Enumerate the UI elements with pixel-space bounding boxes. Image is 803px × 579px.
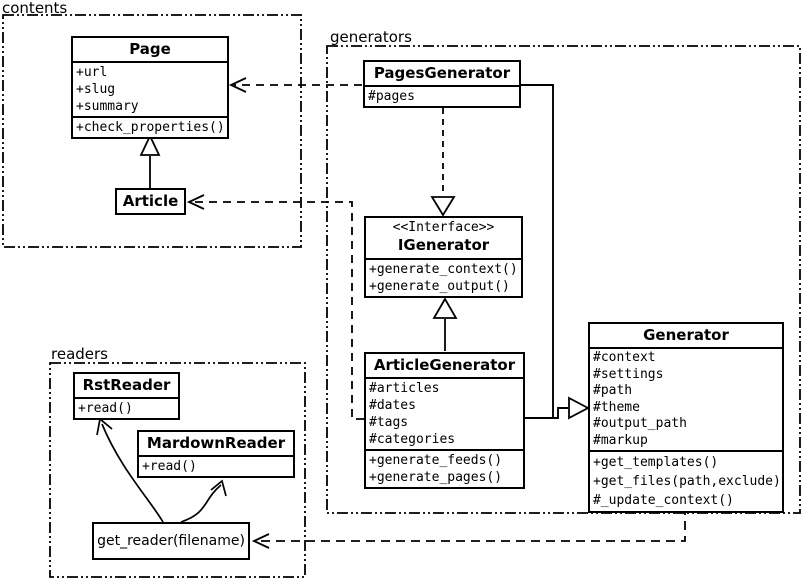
attribute-row: #dates [369, 398, 416, 413]
attribute-row: #pages [368, 89, 415, 104]
class-name-mardownreader: MardownReader [139, 432, 293, 457]
open-arrowhead-page [228, 77, 247, 93]
methods-compartment-mardownreader: +read() [139, 457, 293, 476]
attribute-row: #settings [593, 366, 664, 382]
inheritance-pagesgenerator-to-generator [521, 84, 554, 418]
attributes-compartment-generator: #context #settings #path #theme #output_… [590, 349, 782, 452]
package-border-readers [49, 362, 306, 578]
method-row: +read() [78, 401, 133, 416]
function-name-get-reader: get_reader(filename) [97, 533, 245, 549]
hollow-triangle-igenerator-top [430, 196, 456, 217]
attributes-compartment-pagesgenerator: #pages [365, 87, 519, 106]
method-row: +generate_context() [369, 262, 518, 277]
attribute-row: #markup [593, 432, 648, 448]
open-arrowhead-getreader [251, 533, 270, 549]
title-compartment-igenerator: <<Interface>> IGenerator [366, 218, 521, 260]
attribute-row: +summary [76, 99, 139, 114]
open-arrowhead-mardownreader [210, 479, 227, 497]
inheritance-articlegenerator-to-generator [524, 407, 568, 419]
class-name-generator: Generator [590, 324, 782, 349]
dependency-generator-to-getreader [257, 506, 686, 542]
attributes-compartment-page: +url +slug +summary [73, 63, 227, 118]
open-arrowhead-article [186, 194, 205, 210]
class-name-page: Page [73, 38, 227, 63]
package-label-readers: readers [51, 346, 111, 362]
method-row: +read() [142, 459, 197, 474]
class-name-pagesgenerator: PagesGenerator [365, 62, 519, 87]
class-name-articlegenerator: ArticleGenerator [366, 354, 523, 379]
method-row: +generate_output() [369, 279, 510, 294]
class-articlegenerator: ArticleGenerator #articles #dates #tags … [364, 352, 525, 489]
package-label-generators: generators [330, 29, 415, 45]
class-igenerator: <<Interface>> IGenerator +generate_conte… [364, 216, 523, 298]
package-border-contents [2, 14, 302, 248]
attribute-row: +slug [76, 82, 116, 97]
methods-compartment-articlegenerator: +generate_feeds() +generate_pages() [366, 451, 523, 487]
class-mardownreader: MardownReader +read() [137, 430, 295, 478]
class-name-article: Article [122, 192, 179, 210]
attribute-row: #path [593, 383, 633, 398]
attribute-row: +url [76, 65, 108, 80]
attribute-row: #categories [369, 432, 456, 447]
class-page: Page +url +slug +summary +check_properti… [71, 36, 229, 139]
class-article: Article [115, 188, 186, 215]
attribute-row: #context [593, 350, 656, 365]
package-border-generators [326, 45, 801, 514]
methods-compartment-igenerator: +generate_context() +generate_output() [366, 260, 521, 296]
stereotype-igenerator: <<Interface>> [392, 220, 495, 235]
attributes-compartment-articlegenerator: #articles #dates #tags #categories [366, 379, 523, 451]
attribute-row: #tags [369, 415, 409, 430]
attribute-row: #articles [369, 381, 440, 396]
methods-compartment-generator: +get_templates() +get_files(path,exclude… [590, 452, 782, 511]
function-get-reader: get_reader(filename) [92, 522, 250, 560]
method-row: +generate_pages() [369, 470, 503, 485]
class-pagesgenerator: PagesGenerator #pages [363, 60, 521, 108]
methods-compartment-rstreader: +read() [75, 399, 178, 418]
method-row: +generate_feeds() [369, 453, 503, 468]
class-generator: Generator #context #settings #path #them… [588, 322, 784, 513]
methods-compartment-page: +check_properties() [73, 118, 227, 137]
attribute-row: #output_path [593, 416, 687, 431]
method-row: +get_files(path,exclude) [593, 474, 781, 489]
method-row: #_update_context() [593, 493, 734, 508]
open-arrowhead-rstreader [96, 417, 113, 436]
hollow-triangle-generator-left [568, 396, 590, 420]
uses-getreader-to-rstreader [101, 423, 164, 523]
hollow-triangle-page-bottom [139, 133, 161, 156]
uses-getreader-to-mardownreader [180, 484, 222, 523]
method-row: +get_templates() [593, 455, 719, 470]
hollow-triangle-igenerator-bottom [432, 297, 458, 319]
package-label-contents: contents [2, 0, 68, 17]
method-row: +check_properties() [76, 120, 225, 135]
class-rstreader: RstReader +read() [73, 372, 180, 420]
dependency-articlegenerator-to-article [192, 201, 364, 420]
class-name-rstreader: RstReader [75, 374, 178, 399]
class-name-igenerator: IGenerator [397, 236, 490, 254]
attribute-row: #theme [593, 399, 640, 415]
